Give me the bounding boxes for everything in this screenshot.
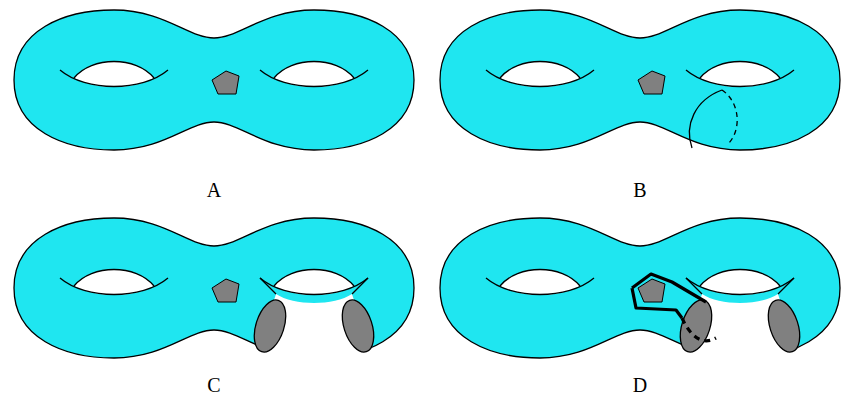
surface-d xyxy=(440,218,840,368)
surface-c xyxy=(14,218,414,368)
surface-b xyxy=(440,10,840,150)
surface-a xyxy=(14,10,414,150)
panel-label: A xyxy=(207,180,221,200)
panel-label: D xyxy=(633,375,647,395)
panel-label: B xyxy=(633,180,646,200)
panel-label: C xyxy=(207,375,220,395)
